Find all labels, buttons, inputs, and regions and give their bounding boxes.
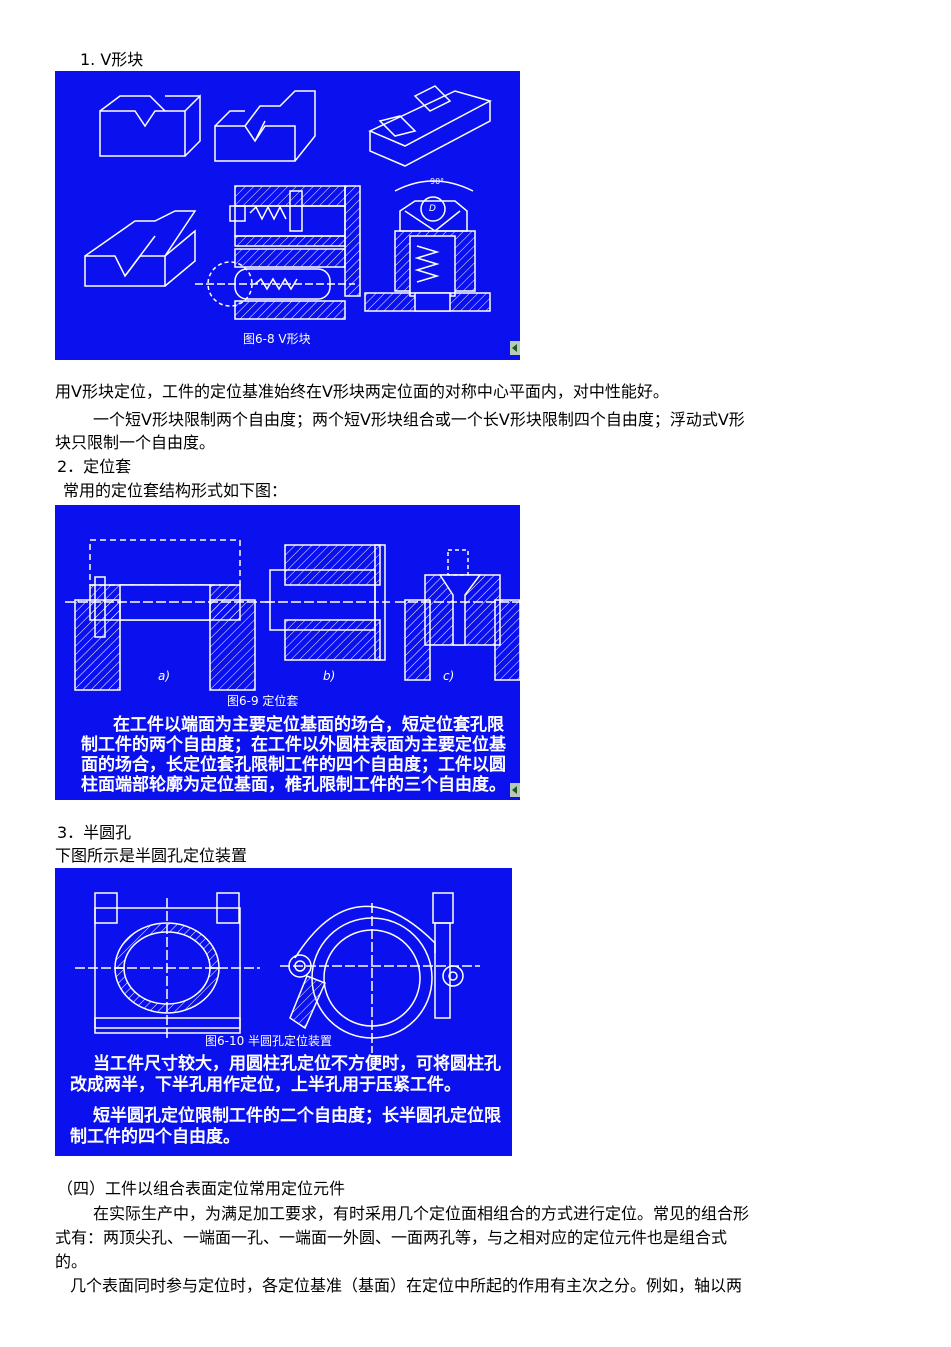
angle-label: 90° bbox=[430, 177, 444, 186]
paragraph: 在实际生产中，为满足加工要求，有时采用几个定位面相组合的方式进行定位。常见的组合… bbox=[93, 1204, 750, 1223]
paragraph: 下图所示是半圆孔定位装置 bbox=[55, 846, 248, 865]
figure-text-line: 柱面端部轮廓为定位基面，椎孔限制工件的三个自由度。 bbox=[81, 775, 506, 795]
sub-label-b: b) bbox=[323, 669, 335, 683]
figure-text-line: 当工件尺寸较大，用圆柱孔定位不方便时，可将圆柱孔 bbox=[93, 1054, 501, 1074]
figure-text-line: 短半圆孔定位限制工件的二个自由度；长半圆孔定位限 bbox=[93, 1106, 501, 1126]
section-heading-locating-sleeve: 2．定位套 bbox=[57, 457, 132, 476]
half-hole-drawing-right bbox=[280, 892, 480, 1053]
figure-text-line: 面的场合，长定位套孔限制工件的四个自由度；工件以圆 bbox=[81, 755, 506, 775]
figure-caption: 图6-9 定位套 bbox=[227, 693, 298, 708]
paragraph: 块只限制一个自由度。 bbox=[55, 433, 216, 452]
section-view-2 bbox=[195, 248, 355, 320]
sleeve-drawing-a bbox=[65, 539, 270, 691]
paragraph: 几个表面同时参与定位时，各定位基准（基面）在定位中所起的作用有主次之分。例如，轴… bbox=[70, 1276, 743, 1295]
figure-text-line: 在工件以端面为主要定位基面的场合，短定位套孔限 bbox=[113, 715, 504, 735]
v-block-drawing-2 bbox=[214, 90, 316, 162]
half-hole-drawing-left bbox=[75, 892, 260, 1038]
v-block-drawing-1 bbox=[99, 94, 201, 157]
paragraph: 的。 bbox=[55, 1252, 88, 1271]
section-heading-combined-surfaces: （四）工件以组合表面定位常用定位元件 bbox=[57, 1179, 346, 1198]
figure-v-block: 90° D 图6-8 V形块 bbox=[55, 71, 520, 360]
nav-back-icon[interactable] bbox=[510, 341, 520, 355]
figure-caption: 图6-10 半圆孔定位装置 bbox=[205, 1033, 332, 1048]
v-block-drawing-3 bbox=[368, 85, 492, 167]
figure-text-line: 制工件的四个自由度。 bbox=[70, 1127, 240, 1147]
paragraph: 式有：两顶尖孔、一端面一孔、一端面一外圆、一面两孔等，与之相对应的定位元件也是组… bbox=[55, 1228, 728, 1247]
section-view-1 bbox=[229, 185, 361, 297]
sub-label-a: a) bbox=[158, 669, 170, 683]
paragraph: 用V形块定位，工件的定位基准始终在V形块两定位面的对称中心平面内，对中性能好。 bbox=[55, 382, 669, 401]
diameter-label: D bbox=[429, 204, 436, 214]
sub-label-c: c) bbox=[443, 669, 454, 683]
figure-half-hole: 图6-10 半圆孔定位装置 当工件尺寸较大，用圆柱孔定位不方便时，可将圆柱孔 改… bbox=[55, 868, 512, 1156]
paragraph: 常用的定位套结构形式如下图： bbox=[63, 481, 288, 500]
section-heading-v-block: 1. V形块 bbox=[80, 50, 144, 69]
sleeve-drawing-b bbox=[265, 544, 390, 661]
nav-back-icon[interactable] bbox=[510, 783, 520, 797]
figure-text-line: 制工件的两个自由度；在工件以外圆柱表面为主要定位基 bbox=[81, 735, 506, 755]
v-block-drawing-4 bbox=[84, 210, 197, 287]
figure-caption: 图6-8 V形块 bbox=[243, 332, 311, 346]
section-view-3 bbox=[364, 180, 491, 312]
section-heading-half-hole: 3．半圆孔 bbox=[57, 823, 132, 842]
paragraph: 一个短V形块限制两个自由度；两个短V形块组合或一个长V形块限制四个自由度；浮动式… bbox=[93, 410, 745, 429]
sleeve-drawing-c bbox=[395, 549, 520, 681]
figure-text-line: 改成两半，下半孔用作定位，上半孔用于压紧工件。 bbox=[70, 1075, 461, 1095]
figure-locating-sleeve: a) b) c) 图6-9 定位套 在工件以端面为主要定位基面的场合，短定位套孔… bbox=[55, 505, 520, 800]
